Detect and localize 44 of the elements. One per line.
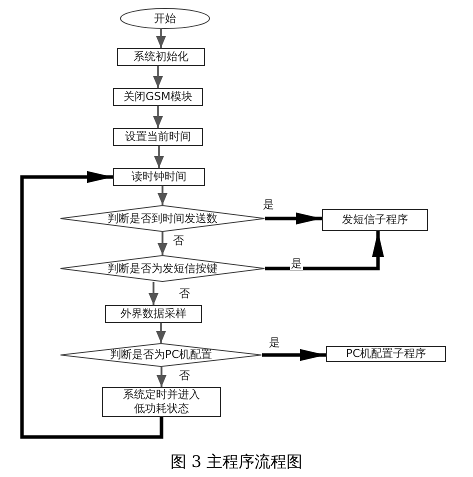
process-box	[113, 88, 203, 106]
arrow	[156, 323, 166, 343]
process-box	[326, 346, 446, 362]
process-box	[117, 48, 205, 66]
arrow	[262, 349, 326, 361]
edge-label: 否	[172, 234, 185, 247]
process-box	[113, 168, 205, 186]
arrow	[156, 29, 166, 48]
decision-diamond	[60, 255, 265, 282]
node-text: 判断是否为发短信按键	[108, 262, 218, 276]
node-text: 判断是否为PC机配置	[110, 348, 212, 362]
process-box	[322, 209, 428, 231]
node-text: 系统定时并进入低功耗状态	[122, 388, 201, 416]
edge-label: 否	[178, 287, 191, 300]
node-text: 系统初始化	[134, 50, 188, 64]
arrow	[154, 146, 164, 168]
process-box	[102, 387, 221, 417]
decision-diamond	[60, 205, 265, 232]
arrow	[153, 66, 163, 88]
process-box	[105, 305, 202, 323]
edge-label: 是	[262, 198, 275, 211]
node-text: 发短信子程序	[342, 213, 408, 227]
edge-label: 否	[178, 369, 191, 382]
edge-label: 是	[290, 257, 303, 270]
node-text: 读时钟时间	[132, 170, 186, 184]
node-text: 判断是否到时间发送数	[108, 212, 218, 226]
arrow	[265, 231, 384, 270]
arrow	[153, 106, 163, 128]
edge-label: 是	[268, 336, 281, 349]
arrow	[20, 171, 164, 439]
process-box	[113, 128, 203, 146]
arrow	[156, 367, 166, 387]
arrow	[158, 186, 168, 205]
start-terminal	[120, 8, 210, 29]
arrow	[265, 212, 322, 224]
node-text: 外界数据采样	[120, 307, 186, 321]
node-text: 设置当前时间	[125, 130, 191, 144]
node-text: PC机配置子程序	[346, 347, 426, 361]
decision-diamond	[60, 343, 262, 367]
arrow	[158, 232, 168, 255]
node-text: 关闭GSM模块	[124, 90, 192, 104]
arrow	[148, 282, 158, 305]
figure-caption: 图 3 主程序流程图	[170, 452, 303, 473]
node-text: 开始	[154, 12, 176, 26]
